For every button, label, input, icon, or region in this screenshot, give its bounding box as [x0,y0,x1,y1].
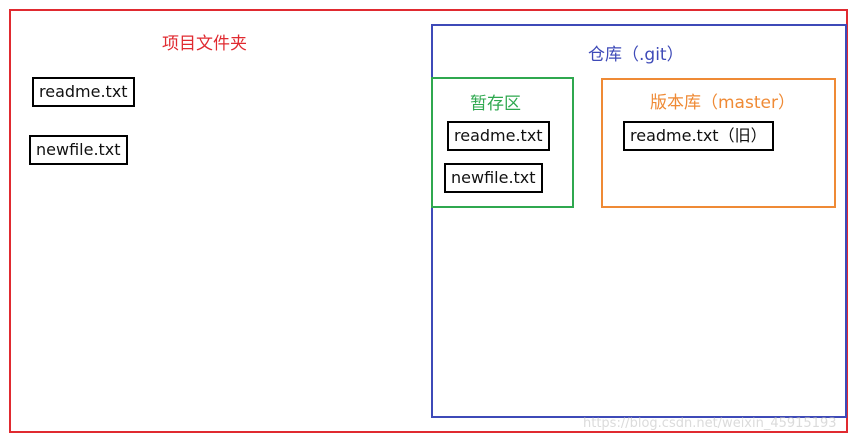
project-folder-label: 项目文件夹 [162,34,247,54]
staged-file-readme: readme.txt [447,121,550,151]
project-file-readme: readme.txt [32,77,135,107]
repository-box [431,24,847,418]
watermark: https://blog.csdn.net/weixin_45915193 [583,416,837,431]
repository-label: 仓库（.git） [588,45,684,65]
staging-area-label: 暂存区 [470,94,521,114]
version-store-label: 版本库（master） [650,93,795,113]
staged-file-newfile: newfile.txt [444,163,543,193]
version-store-box [601,78,836,208]
version-file-readme-old: readme.txt（旧） [623,121,774,151]
project-folder-box [9,9,848,433]
project-file-newfile: newfile.txt [29,135,128,165]
staging-area-box [431,77,574,208]
